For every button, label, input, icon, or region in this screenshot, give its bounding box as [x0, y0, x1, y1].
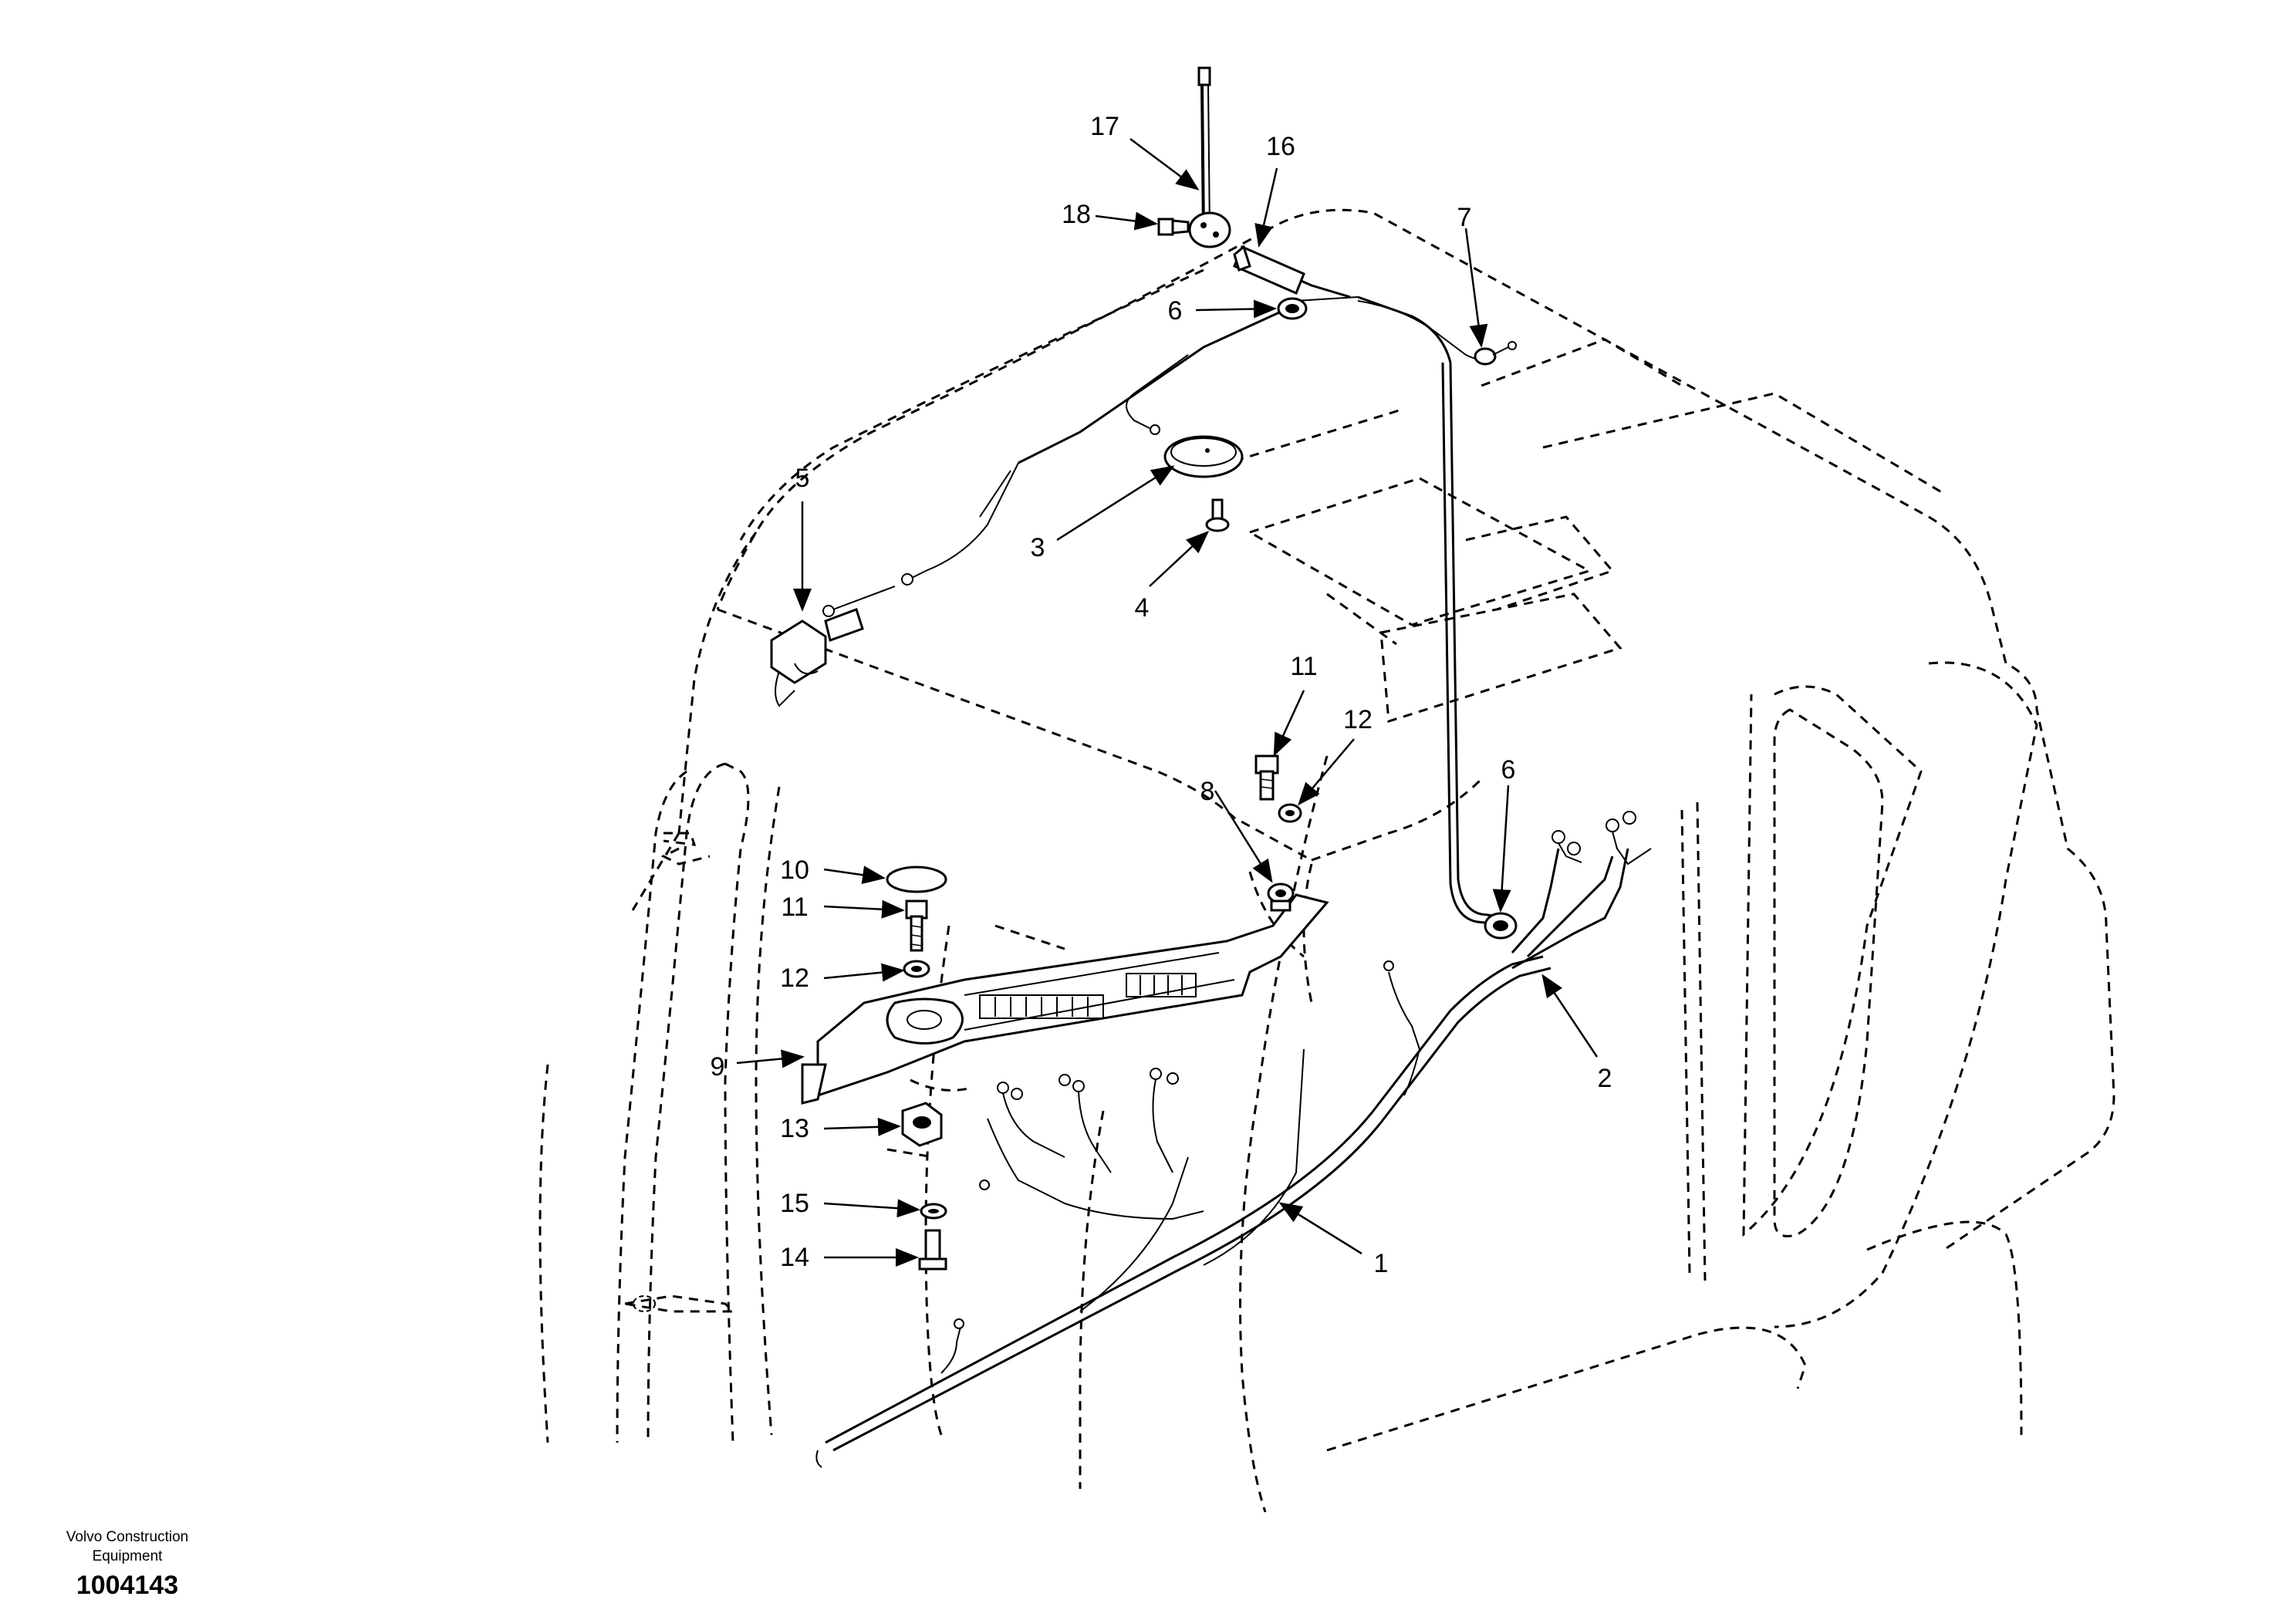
bolt-11-lower-part [905, 899, 928, 952]
callout-11-upper: 11 [1290, 652, 1317, 681]
console-panel-9-part [801, 893, 1329, 1105]
callout-17: 17 [1090, 112, 1119, 141]
callout-2: 2 [1598, 1064, 1612, 1093]
callout-13: 13 [780, 1114, 809, 1143]
antenna-part [1188, 66, 1231, 248]
leader-9 [736, 1049, 805, 1068]
screw-18-part [1157, 218, 1190, 236]
dome-light-part [1163, 435, 1244, 478]
bolt-11-upper-part [1254, 754, 1279, 801]
switch-5-part [770, 608, 864, 707]
callout-7: 7 [1457, 203, 1472, 232]
leader-11a [1273, 690, 1305, 757]
leader-2 [1541, 974, 1599, 1058]
callout-18: 18 [1062, 200, 1091, 229]
screw-4-part [1205, 498, 1230, 532]
door-latch-part [624, 1294, 736, 1313]
leader-11b [823, 899, 905, 919]
callout-6-upper: 6 [1168, 296, 1183, 326]
bolt-14-part [918, 1229, 947, 1271]
leader-12a [1298, 738, 1355, 806]
leader-12b [823, 963, 905, 982]
cap-10-part [886, 866, 947, 893]
callout-3: 3 [1031, 533, 1045, 562]
leader-18 [1095, 211, 1158, 231]
document-number: 1004143 [76, 1571, 179, 1600]
leader-10 [823, 866, 886, 885]
callout-16: 16 [1266, 132, 1295, 161]
callout-5: 5 [795, 464, 810, 493]
callout-8: 8 [1200, 777, 1215, 806]
grommet-6-upper-part [1277, 297, 1308, 320]
callout-12-upper: 12 [1343, 705, 1373, 734]
console-switch-slots [979, 973, 1197, 1019]
leader-7 [1464, 228, 1488, 348]
washer-15-part [920, 1203, 947, 1220]
callout-1: 1 [1374, 1249, 1389, 1278]
callout-10: 10 [780, 856, 809, 885]
leader-1 [1278, 1202, 1362, 1255]
callout-9: 9 [711, 1052, 725, 1082]
leader-15 [823, 1199, 920, 1218]
callout-12-lower: 12 [780, 964, 809, 993]
grommet-8-part [1267, 883, 1295, 912]
callout-11-lower: 11 [781, 893, 808, 922]
leader-4 [1149, 530, 1210, 587]
cab-outline [539, 208, 2115, 1513]
wiring-harness [815, 257, 1629, 1468]
washer-12-lower-part [903, 960, 930, 978]
callout-labels: 1 2 3 4 5 6 6 7 8 9 10 11 11 12 12 13 14… [711, 112, 1612, 1278]
leader-6b [1492, 785, 1511, 913]
callout-4: 4 [1135, 593, 1150, 623]
harness-2-connectors [1551, 811, 1652, 866]
clip-7-part [1474, 341, 1517, 366]
antenna-connector-part [1233, 245, 1305, 295]
parts [624, 66, 1652, 1313]
callout-15: 15 [780, 1189, 809, 1218]
leader-17 [1129, 137, 1200, 191]
leader-16 [1254, 167, 1278, 248]
company-name: Volvo Construction Equipment [66, 1529, 189, 1564]
callout-14: 14 [780, 1243, 809, 1272]
leader-6a [1195, 299, 1277, 319]
grommet-6-lower-part [1484, 912, 1518, 940]
leader-13 [823, 1117, 901, 1136]
callout-leaders [736, 137, 1599, 1267]
leader-3 [1056, 465, 1175, 542]
nut-13-part [901, 1102, 943, 1147]
washer-12-upper-part [1278, 803, 1302, 823]
leader-8 [1214, 790, 1273, 883]
callout-6-lower: 6 [1501, 755, 1516, 785]
console-connectors [979, 1068, 1204, 1220]
